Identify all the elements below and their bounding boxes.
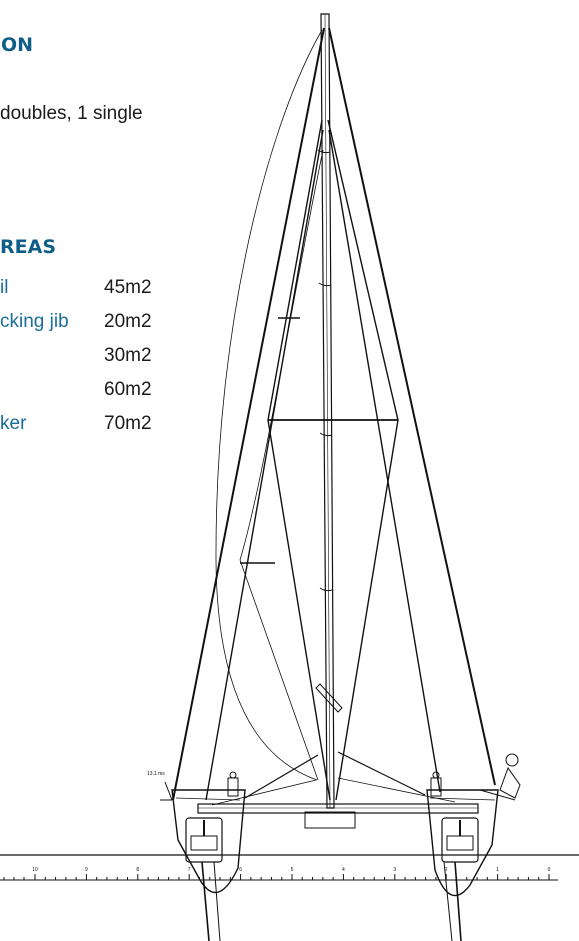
scale-label: 1 bbox=[496, 867, 499, 873]
mainsail bbox=[215, 29, 323, 781]
section-heading-top: ON bbox=[1, 34, 34, 56]
sail-name: il bbox=[0, 277, 9, 298]
scale-label: 9 bbox=[85, 867, 88, 873]
shroud-right bbox=[328, 27, 496, 786]
scale-label: 7 bbox=[188, 867, 191, 873]
sail-name: cking jib bbox=[0, 311, 69, 332]
sail-area: 60m2 bbox=[104, 379, 152, 400]
sail-area: 20m2 bbox=[104, 311, 152, 332]
scale-label: 10 bbox=[32, 867, 38, 873]
right-hull bbox=[426, 789, 499, 897]
scale-label: 0 bbox=[548, 867, 551, 873]
scale-bar bbox=[0, 874, 558, 881]
forestay-left bbox=[172, 27, 325, 801]
scale-label: 3 bbox=[393, 867, 396, 873]
scale-label: 5 bbox=[291, 867, 294, 873]
sail-area: 45m2 bbox=[104, 277, 152, 298]
sail-name: ker bbox=[0, 413, 27, 434]
scale-label: 8 bbox=[136, 867, 139, 873]
scale-label: 2 bbox=[445, 867, 448, 873]
dimension-note: 13.1 ms bbox=[147, 771, 165, 777]
jib bbox=[239, 149, 324, 781]
scale-label: 4 bbox=[342, 867, 345, 873]
left-hull bbox=[171, 789, 246, 894]
crossbeam bbox=[197, 803, 479, 814]
diamond-rig bbox=[267, 119, 331, 801]
sail-area: 70m2 bbox=[104, 413, 152, 434]
accommodation-text: doubles, 1 single bbox=[0, 103, 143, 124]
sail-area: 30m2 bbox=[104, 345, 152, 366]
sail-areas-heading: REAS bbox=[0, 236, 56, 258]
scale-label: 6 bbox=[239, 867, 242, 873]
helmsman-head bbox=[505, 753, 519, 767]
